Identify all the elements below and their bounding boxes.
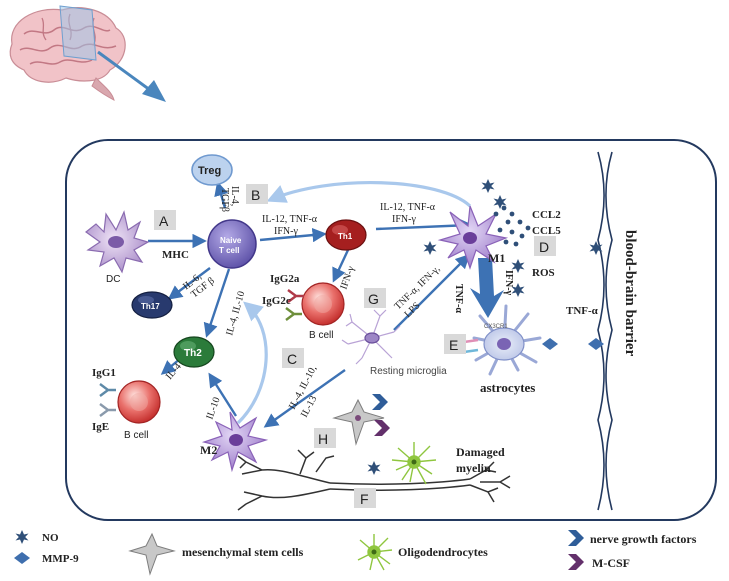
astrocyte: CX3CR1 astrocytes — [463, 304, 542, 395]
resting-microglia: Resting microglia — [341, 309, 447, 377]
m1-label: M1 — [488, 251, 505, 265]
panel-label-h: H — [318, 431, 328, 447]
th2-cell: Th2 — [173, 336, 215, 368]
naive-t-cell: Naive T cell — [207, 219, 257, 269]
mesenchymal-stem-cell-diagram — [332, 398, 385, 446]
legend: NO MMP-9 mesenchymal stem cells Oligoden… — [14, 530, 697, 576]
cx3cr1-label: CX3CR1 — [484, 324, 508, 330]
tgfb-treg-label: TGFβ — [219, 188, 230, 212]
ccl5-label: CCL5 — [532, 225, 561, 237]
pathway-arrows — [148, 180, 473, 428]
resting-microglia-label: Resting microglia — [370, 366, 447, 377]
legend-msc-icon — [128, 532, 176, 576]
legend-mmp9-icon — [14, 552, 30, 564]
ifng-th1-label: IFN-γ — [338, 264, 357, 291]
no-star-3 — [423, 241, 437, 255]
panel-label-d: D — [539, 239, 549, 255]
ifng-m1-label: IFN-γ — [503, 270, 514, 296]
dendritic-cell: DC — [85, 210, 150, 285]
th17-cell: Th17 — [131, 291, 173, 319]
tnfa-right-label: TNF-α — [566, 305, 599, 317]
naive-label-line2: T cell — [219, 246, 239, 255]
il10-m2-label: IL-10 — [204, 396, 222, 421]
th17-label: Th17 — [141, 302, 160, 311]
naive-label-line1: Naive — [220, 236, 242, 245]
blood-brain-barrier: blood-brain barrier — [597, 151, 638, 511]
ngf-chevron-diagram — [372, 394, 388, 410]
m2-label: M2 — [200, 443, 217, 457]
panel-label-c: C — [287, 351, 297, 367]
tissue-compartment — [65, 139, 717, 521]
legend-ngf-label: nerve growth factors — [590, 532, 697, 546]
panel-label-b: B — [251, 187, 260, 203]
il12-tnf-label: IL-12, TNF-α — [262, 214, 318, 225]
th1-cell: Th1 — [325, 219, 367, 251]
b-cell-lower-label: B cell — [124, 430, 148, 441]
damaged-line1-label: Damaged — [456, 445, 505, 459]
il12-tnf-m1-line1: IL-12, TNF-α — [380, 202, 436, 213]
legend-oligo-label: Oligodendrocytes — [398, 545, 488, 559]
tnfa-m1-label: TNF-α — [453, 284, 464, 313]
igg2c-label: IgG2c — [262, 295, 291, 307]
b-cell-upper: B cell — [301, 282, 345, 341]
mcsf-chevron-diagram — [374, 420, 390, 436]
legend-mcsf-label: M-CSF — [592, 556, 630, 570]
damaged-line2-label: myelin — [456, 461, 491, 475]
bbb-label: blood-brain barrier — [622, 230, 638, 357]
m2-microglia: M2 — [200, 411, 269, 473]
antibody-igg1 — [99, 383, 116, 397]
legend-oligo-icon — [357, 534, 393, 571]
mhc-label: MHC — [162, 249, 189, 261]
legend-mmp9-label: MMP-9 — [42, 553, 79, 565]
brain-icon — [9, 5, 166, 102]
il4-treg-label: IL-4, — [229, 186, 240, 206]
ifng-naive-label: IFN-γ — [274, 226, 298, 237]
legend-no-icon — [15, 530, 29, 544]
antibody-ige — [99, 403, 116, 417]
th1-label: Th1 — [338, 232, 353, 241]
dc-label: DC — [106, 274, 120, 285]
no-star-1 — [481, 179, 495, 193]
igg1-label: IgG1 — [92, 367, 116, 379]
m1-to-astrocyte-arrow — [470, 258, 504, 318]
oligodendrocyte-diagram — [391, 442, 437, 485]
legend-mcsf-icon — [568, 554, 584, 570]
il12-tnf-m1-line2: IFN-γ — [392, 214, 416, 225]
astrocytes-label: astrocytes — [480, 380, 535, 395]
panel-label-g: G — [368, 291, 379, 307]
mmp9-diamond-1 — [542, 338, 558, 350]
antibody-igg2a — [287, 289, 304, 303]
treg-label: Treg — [198, 165, 221, 177]
ros-label: ROS — [532, 267, 555, 279]
neuron — [237, 449, 511, 511]
treg-cell: Treg — [191, 154, 233, 186]
legend-no-label: NO — [42, 532, 59, 544]
il4-th2-label: IL-4 — [164, 361, 184, 382]
panel-label-f: F — [360, 491, 369, 507]
il4-il10-label: IL-4, IL-10 — [224, 290, 247, 337]
b-cell-upper-label: B cell — [309, 330, 333, 341]
m1-microglia: M1 — [437, 205, 509, 270]
th2-label: Th2 — [184, 348, 202, 359]
panel-labels: A B C D E F G H — [154, 184, 556, 508]
legend-msc-label: mesenchymal stem cells — [182, 545, 304, 559]
igg2a-label: IgG2a — [270, 273, 300, 285]
panel-label-e: E — [449, 337, 458, 353]
ccl2-label: CCL2 — [532, 209, 561, 221]
no-star-7 — [367, 461, 381, 475]
panel-label-a: A — [159, 213, 169, 229]
chemokine-dots — [493, 205, 531, 247]
ige-label: IgE — [92, 421, 109, 433]
b-cell-lower: B cell — [117, 380, 161, 441]
antibody-igg2c — [285, 307, 302, 321]
legend-ngf-icon — [568, 530, 584, 546]
